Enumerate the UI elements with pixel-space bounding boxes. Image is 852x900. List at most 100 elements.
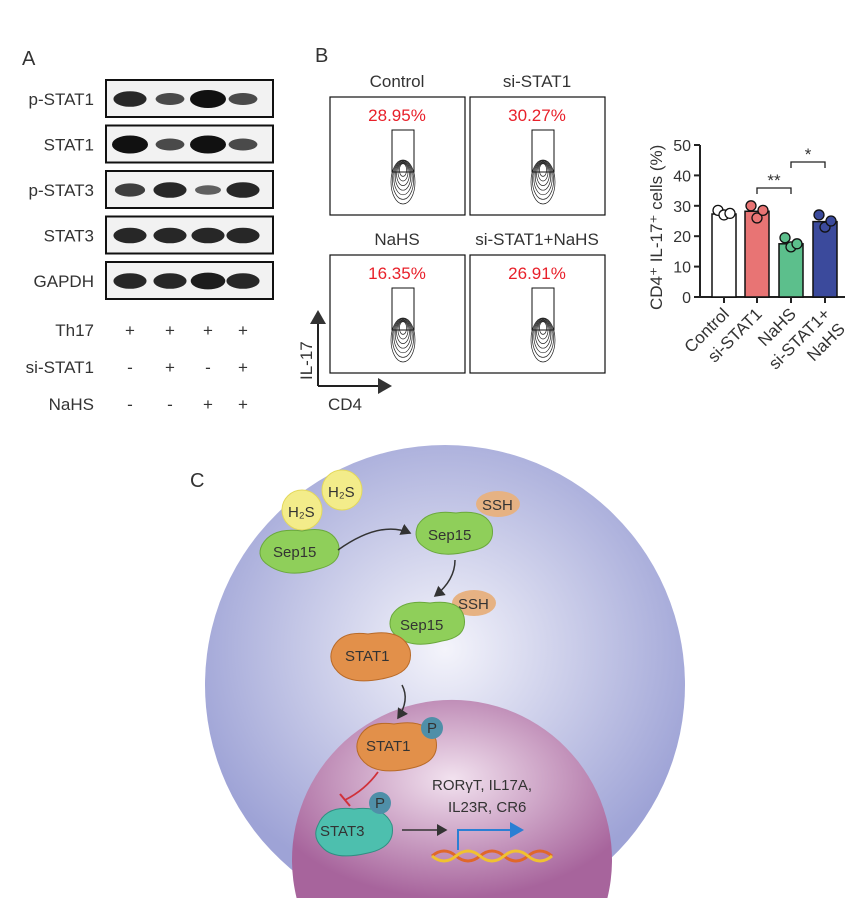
ssh-group xyxy=(476,491,520,517)
contour xyxy=(532,160,554,200)
contour xyxy=(533,318,553,354)
blot-label: GAPDH xyxy=(34,272,94,291)
panel-c-label: C xyxy=(190,470,204,492)
flow-plot-title: NaHS xyxy=(374,230,419,249)
contour xyxy=(396,320,410,344)
gate-box xyxy=(531,129,555,173)
gate-percentage: 30.27% xyxy=(508,106,566,125)
contour xyxy=(539,321,547,335)
dna-strand xyxy=(431,849,553,863)
contour xyxy=(390,159,416,205)
flow-plot-title: Control xyxy=(370,72,425,91)
contour xyxy=(537,162,549,182)
band xyxy=(113,227,147,244)
condition-table: Th17++++si-STAT1-+-+NaHS--++ xyxy=(26,321,248,414)
arrow xyxy=(397,684,408,720)
h2s-molecule xyxy=(281,489,323,531)
bar-0 xyxy=(711,213,737,298)
stat3-protein xyxy=(315,807,393,857)
target-genes-line1: RORγT, IL17A, xyxy=(432,777,532,794)
y-tick-label: 40 xyxy=(673,168,691,185)
significance-bracket xyxy=(790,161,826,168)
condition-value: + xyxy=(125,321,135,340)
flow-plot xyxy=(329,96,466,216)
condition-label: Th17 xyxy=(55,321,94,340)
gate-box xyxy=(391,287,415,331)
condition-label: si-STAT1 xyxy=(26,358,94,377)
ssh-group xyxy=(452,590,496,616)
flow-plot-title: si-STAT1+NaHS xyxy=(475,230,599,249)
stat1-label: STAT1 xyxy=(366,738,410,755)
flow-plots: Control28.95%si-STAT130.27%NaHS16.35%si-… xyxy=(329,72,606,374)
condition-value: + xyxy=(238,321,248,340)
condition-label: NaHS xyxy=(49,395,94,414)
band xyxy=(226,182,260,198)
gate-box xyxy=(531,287,555,331)
sep15-label: Sep15 xyxy=(273,544,316,561)
band xyxy=(226,227,260,244)
arrow xyxy=(337,523,412,551)
condition-value: + xyxy=(165,321,175,340)
condition-value: - xyxy=(205,358,211,377)
band xyxy=(113,91,147,107)
dna-strand xyxy=(431,849,553,863)
phosphate-label: P xyxy=(375,795,385,812)
band xyxy=(153,227,187,244)
stat1-protein xyxy=(330,632,411,682)
chart-y-label: CD4⁺ IL-17⁺ cells (%) xyxy=(647,145,666,310)
contour xyxy=(530,159,556,205)
data-point xyxy=(724,207,736,220)
bar-chart: 01020304050Controlsi-STAT1NaHSsi-STAT1+N… xyxy=(673,138,849,373)
condition-value: - xyxy=(127,358,133,377)
band xyxy=(190,90,226,108)
contour xyxy=(399,163,407,177)
blot-label: p-STAT3 xyxy=(29,181,95,200)
band xyxy=(226,273,260,289)
sep15-protein xyxy=(259,529,340,574)
band xyxy=(155,138,185,151)
band xyxy=(113,273,147,289)
gate-percentage: 28.95% xyxy=(368,106,426,125)
phosphate-label: P xyxy=(427,720,437,737)
contour xyxy=(533,160,553,196)
gate-percentage: 26.91% xyxy=(508,264,566,283)
h2s-label: H₂S xyxy=(328,484,355,501)
significance-label: * xyxy=(805,145,812,164)
condition-value: + xyxy=(165,358,175,377)
contour xyxy=(392,318,414,358)
flow-plot xyxy=(469,254,606,374)
y-tick-label: 50 xyxy=(673,138,691,155)
panel-b-label: B xyxy=(315,45,328,67)
blot-label: STAT3 xyxy=(44,227,94,246)
sep15-protein xyxy=(415,511,494,555)
y-tick-label: 30 xyxy=(673,199,691,216)
sep15-label: Sep15 xyxy=(428,527,471,544)
cd4-axis-label: CD4 xyxy=(328,395,362,414)
sep15-label: Sep15 xyxy=(400,617,443,634)
band xyxy=(195,185,221,195)
y-tick-label: 10 xyxy=(673,260,691,277)
contour xyxy=(390,317,416,363)
h2s-molecule xyxy=(321,469,363,511)
contour xyxy=(534,319,552,349)
condition-value: + xyxy=(203,395,213,414)
contour xyxy=(394,319,412,349)
contour xyxy=(537,320,549,340)
data-point xyxy=(791,238,803,250)
contour xyxy=(394,161,412,191)
h2s-label: H₂S xyxy=(288,504,315,521)
band xyxy=(114,183,146,197)
condition-value: + xyxy=(238,358,248,377)
data-point xyxy=(825,215,837,227)
contour xyxy=(396,162,410,186)
phosphate-icon xyxy=(369,792,391,814)
phospho-stat1-protein xyxy=(356,722,437,772)
contour xyxy=(539,163,547,177)
y-tick-label: 20 xyxy=(673,229,691,246)
flow-plot xyxy=(469,96,606,216)
band xyxy=(190,272,226,290)
contour xyxy=(393,160,413,196)
blot-label: STAT1 xyxy=(44,136,94,155)
